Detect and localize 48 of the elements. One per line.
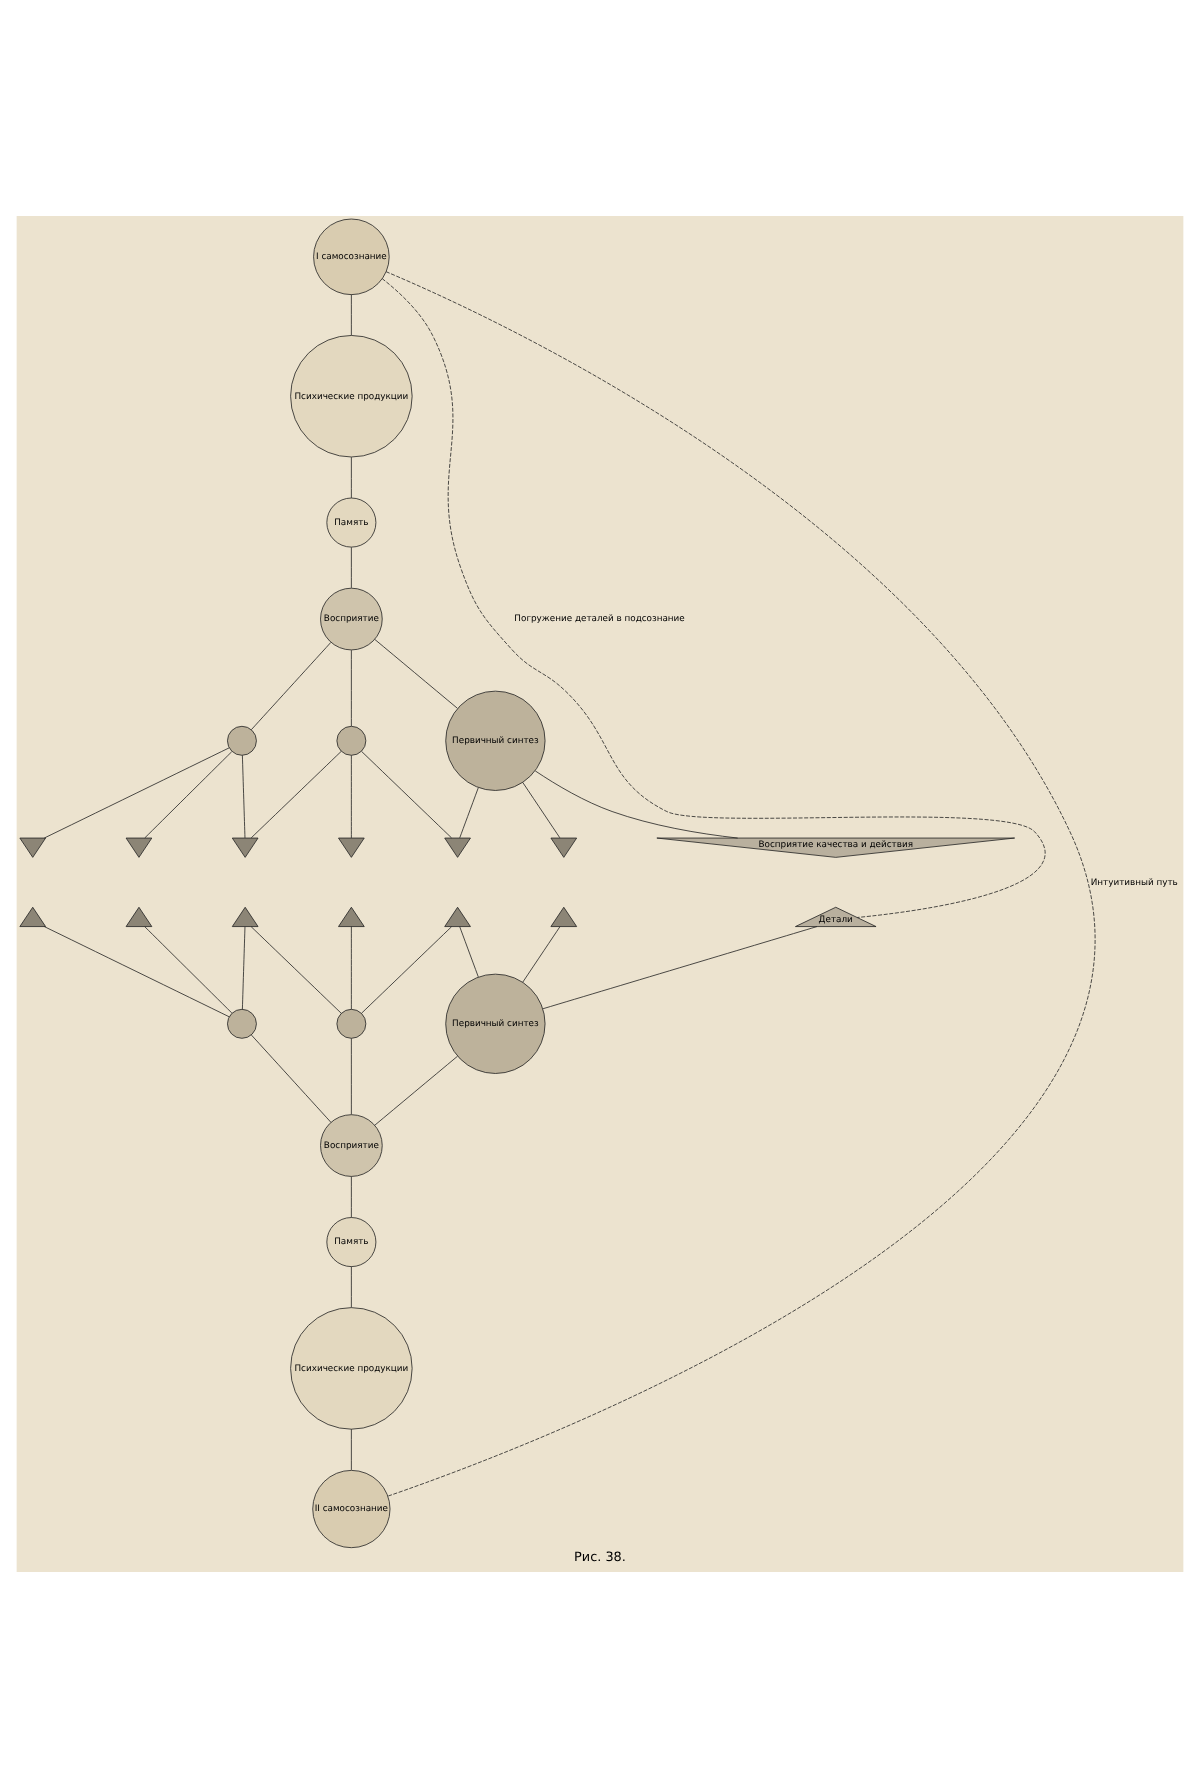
connector [534,770,739,839]
connector [350,294,352,336]
connector [361,926,452,1014]
node-triangle [19,906,46,927]
node-triangle [338,906,365,927]
connector [350,1266,352,1308]
connector [350,1176,352,1218]
node-circle [336,1008,367,1039]
node-triangle [444,837,471,858]
connector [522,926,561,983]
node-circle [227,1008,257,1039]
connector [374,639,458,709]
connector [251,1034,332,1123]
connector [350,456,352,499]
node-triangle [550,906,578,927]
node-circle [336,725,367,756]
node-triangle [125,837,153,858]
connector [350,1038,352,1115]
connector [250,642,332,731]
connector [361,751,452,839]
connector [144,751,233,839]
connector [385,271,1095,1497]
connector [43,747,230,839]
connector [350,546,352,589]
node-triangle [19,837,46,858]
node-triangle [125,906,153,927]
node-circle [227,725,257,756]
connector [43,926,230,1018]
node-triangle [231,837,259,858]
connector [459,926,479,978]
connector [250,926,342,1014]
connector [350,926,352,1010]
connector [144,926,233,1014]
connector [250,751,342,839]
connector [459,787,479,839]
connector [242,926,246,1010]
connector [350,1428,352,1471]
node-triangle [231,906,259,927]
connector [374,1055,458,1126]
node-triangle [338,837,365,858]
node-triangle [550,837,578,858]
connector [522,782,561,839]
connector [542,926,818,1010]
connector [381,278,1046,918]
connector [350,755,352,839]
node-triangle [444,906,471,927]
connector [242,755,246,839]
connector [350,649,352,727]
